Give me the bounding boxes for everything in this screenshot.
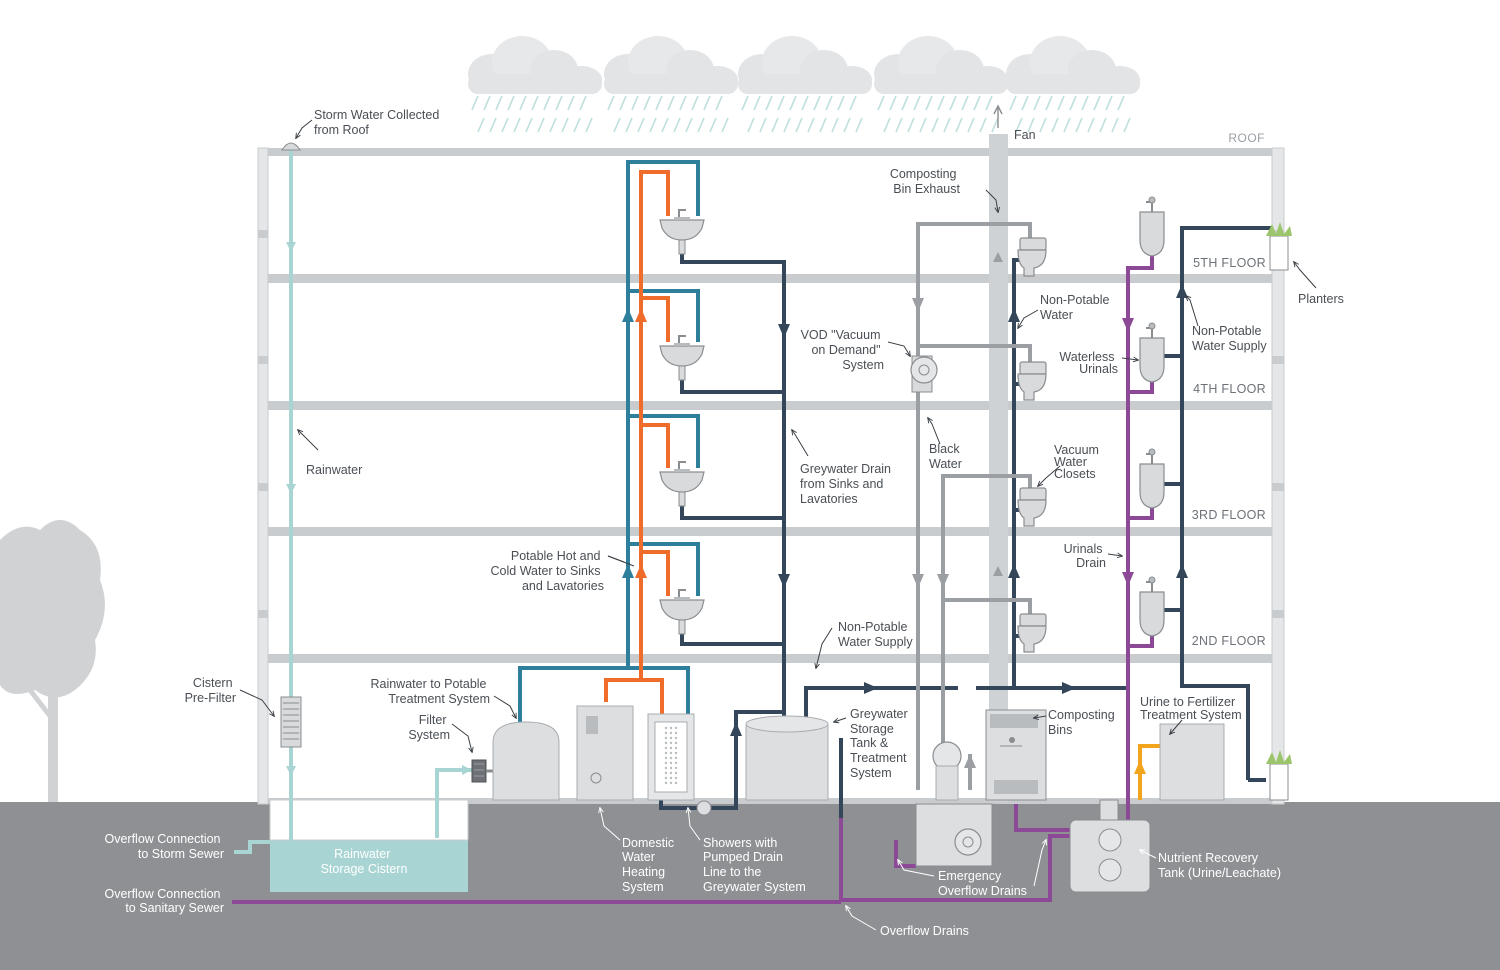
label-fan: Fan	[1014, 128, 1036, 142]
label-composting-bins: Composting Bins	[1048, 708, 1118, 737]
rainwater-pipes	[234, 150, 472, 854]
label-rainwater-to-potable: Rainwater to Potable Treatment System	[370, 677, 490, 706]
rain	[471, 95, 1131, 133]
urine-fertilizer-unit	[1159, 723, 1225, 801]
greywater-arrows	[730, 284, 1188, 736]
label-domestic-water-heating: Domestic Water Heating System	[622, 836, 678, 894]
rainwater-treatment-tank	[492, 721, 560, 801]
label-waterless-urinals: Waterless Urinals	[1059, 350, 1118, 376]
filter-system	[471, 759, 494, 783]
label-3rd-floor: 3RD FLOOR	[1192, 508, 1266, 522]
label-5th-floor: 5TH FLOOR	[1193, 256, 1266, 270]
nutrient-recovery-tank	[1069, 799, 1151, 893]
shower	[647, 713, 712, 816]
label-4th-floor: 4TH FLOOR	[1193, 382, 1266, 396]
potable-hot-water-pipes	[604, 170, 670, 714]
label-cistern-pre-filter: Cistern Pre-Filter	[185, 676, 236, 705]
black-water-arrows	[912, 298, 976, 768]
roof-drain	[281, 142, 301, 151]
tree	[0, 520, 105, 802]
label-vod-system: VOD "Vacuum on Demand" System	[801, 328, 884, 372]
label-vacuum-water-closets: Vacuum Water Closets	[1054, 443, 1102, 481]
cistern-pre-filter	[280, 696, 302, 748]
greywater-storage-tank	[745, 715, 829, 801]
composting-bins	[985, 709, 1047, 801]
potable-cold-arrows	[622, 308, 634, 578]
urine-pipes	[232, 250, 1154, 904]
clouds	[468, 36, 1140, 94]
label-greywater-storage: Greywater Storage Tank & Treatment Syste…	[850, 707, 911, 780]
label-rainwater-storage-cistern: Rainwater Storage Cistern	[321, 847, 408, 876]
label-urinals-drain: Urinals Drain	[1064, 542, 1106, 570]
planters	[1266, 222, 1292, 801]
label-potable-hot-cold: Potable Hot and Cold Water to Sinks and …	[491, 549, 604, 593]
vacuum-tank	[915, 803, 993, 867]
potable-hot-arrows	[635, 308, 647, 578]
ground	[0, 802, 1500, 970]
domestic-water-heater	[576, 705, 634, 801]
label-black-water: Black Water	[929, 442, 963, 471]
labels: Storm Water Collected from Roof ROOF Fan…	[104, 108, 1343, 938]
label-rainwater: Rainwater	[306, 463, 362, 477]
building-structure	[257, 104, 1285, 805]
label-filter-system: Filter System	[408, 713, 450, 742]
label-planters: Planters	[1298, 292, 1344, 306]
urine-arrows	[1122, 318, 1134, 586]
label-overflow-storm-sewer: Overflow Connection to Storm Sewer	[104, 832, 224, 861]
vacuum-pump	[932, 741, 962, 801]
label-urine-to-fertilizer: Urine to Fertilizer Treatment System	[1140, 695, 1242, 722]
label-overflow-drains: Overflow Drains	[880, 924, 969, 938]
label-emergency-overflow-drains: Emergency Overflow Drains	[938, 869, 1027, 898]
label-nutrient-recovery-tank: Nutrient Recovery Tank (Urine/Leachate)	[1158, 851, 1281, 880]
label-storm-water: Storm Water Collected from Roof	[314, 108, 443, 137]
label-composting-bin-exhaust: Composting Bin Exhaust	[890, 167, 961, 196]
leader-lines	[239, 119, 1317, 931]
label-roof: ROOF	[1228, 131, 1265, 145]
label-greywater-drain: Greywater Drain from Sinks and Lavatorie…	[800, 462, 894, 506]
label-overflow-sanitary-sewer: Overflow Connection to Sanitary Sewer	[104, 887, 224, 915]
label-2nd-floor: 2ND FLOOR	[1192, 634, 1266, 648]
label-showers-pumped-drain: Showers with Pumped Drain Line to the Gr…	[703, 836, 806, 894]
rainwater-arrows	[286, 242, 472, 776]
label-non-potable-water-supply-right: Non-Potable Water Supply	[1192, 324, 1267, 353]
black-water-pipes	[916, 222, 1032, 790]
fertilizer-pipe	[1134, 744, 1160, 800]
potable-cold-water-pipes	[518, 160, 700, 722]
vod-system	[910, 355, 938, 393]
label-non-potable-water: Non-Potable Water	[1040, 293, 1113, 322]
label-non-potable-water-supply-mid: Non-Potable Water Supply	[838, 620, 913, 649]
